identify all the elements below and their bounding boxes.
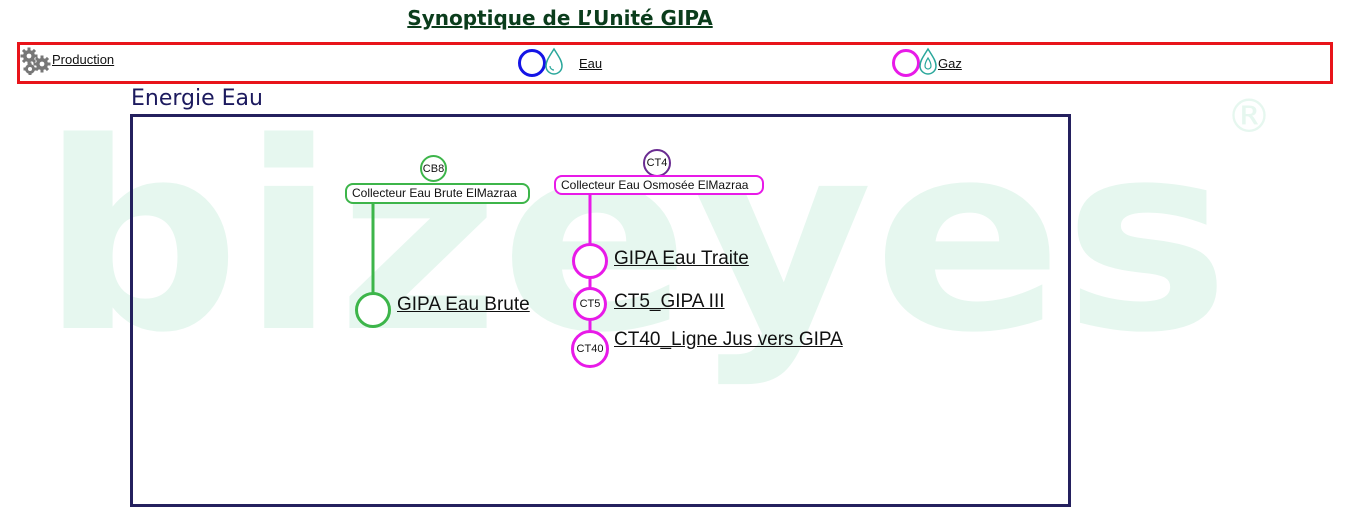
collector-eau-brute-label: Collecteur Eau Brute ElMazraa: [352, 186, 517, 200]
ct40-code: CT40: [576, 343, 604, 355]
collector-eau-osmosee[interactable]: Collecteur Eau Osmosée ElMazraa: [554, 175, 764, 195]
ct4-collector-node[interactable]: CT4: [643, 149, 671, 177]
gas-flame-drop-icon: [918, 47, 938, 80]
ct5-gipa-iii-link[interactable]: CT5_GIPA III: [614, 291, 725, 312]
ct40-ligne-jus-link[interactable]: CT40_Ligne Jus vers GIPA: [614, 329, 843, 350]
nav-production-link[interactable]: Production: [20, 45, 114, 81]
gipa-eau-brute-link[interactable]: GIPA Eau Brute: [397, 294, 530, 315]
nav-production-label: Production: [52, 51, 115, 67]
nav-gaz-link[interactable]: Gaz: [892, 45, 962, 81]
ct40-node[interactable]: CT40: [571, 330, 609, 368]
page-title: Synoptique de L’Unité GIPA: [407, 6, 713, 30]
cb8-collector-node[interactable]: CB8: [420, 155, 447, 182]
collector-eau-osmosee-label: Collecteur Eau Osmosée ElMazraa: [561, 178, 749, 192]
gipa-eau-traite-node[interactable]: [572, 243, 608, 279]
nav-eau-link[interactable]: Eau: [518, 45, 602, 81]
ct5-node[interactable]: CT5: [573, 287, 607, 321]
diagram-frame: [130, 114, 1071, 507]
category-nav-bar: Production Eau Gaz: [17, 42, 1333, 84]
section-title: Energie Eau: [131, 86, 263, 111]
gipa-eau-traite-link[interactable]: GIPA Eau Traite: [614, 248, 749, 269]
ct5-code: CT5: [579, 298, 601, 310]
nav-gaz-label: Gaz: [938, 55, 962, 71]
water-drop-icon: [544, 47, 564, 80]
cb8-code: CB8: [422, 162, 445, 175]
gipa-eau-brute-node[interactable]: [355, 292, 391, 328]
eau-status-ring: [518, 49, 546, 77]
nav-eau-label: Eau: [579, 55, 603, 71]
gaz-status-ring: [892, 49, 920, 77]
collector-eau-brute[interactable]: Collecteur Eau Brute ElMazraa: [345, 183, 530, 204]
gears-icon: [20, 47, 52, 80]
ct4-code: CT4: [646, 157, 668, 169]
